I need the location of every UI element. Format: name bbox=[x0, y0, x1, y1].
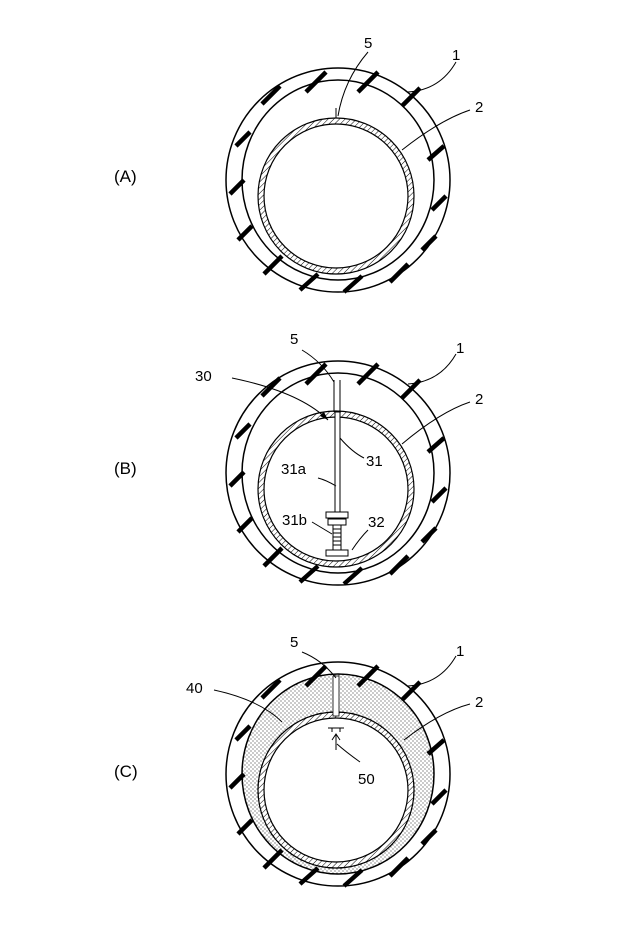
leader-31 bbox=[340, 438, 364, 458]
panel-label-a: (A) bbox=[114, 167, 137, 186]
ref-1: 1 bbox=[456, 340, 464, 357]
ref-5: 5 bbox=[290, 634, 298, 651]
panel-a: (A) bbox=[114, 35, 483, 292]
nut-lower bbox=[328, 519, 346, 525]
ref-1: 1 bbox=[456, 643, 464, 660]
bolt-31b bbox=[333, 525, 341, 550]
leader-50 bbox=[337, 744, 360, 762]
ref-1: 1 bbox=[452, 47, 460, 64]
ref-5: 5 bbox=[290, 331, 298, 348]
ref-5: 5 bbox=[364, 35, 372, 52]
ref-50: 50 bbox=[358, 771, 375, 788]
leader-1 bbox=[408, 656, 456, 686]
ref-30: 30 bbox=[195, 368, 212, 385]
leader-1 bbox=[408, 354, 456, 384]
inner-pipe-2 bbox=[258, 118, 414, 274]
ref-40: 40 bbox=[186, 680, 203, 697]
support-jig-30 bbox=[326, 380, 348, 556]
ref-2: 2 bbox=[475, 694, 483, 711]
ref-2: 2 bbox=[475, 391, 483, 408]
ref-31b: 31b bbox=[282, 512, 307, 529]
leader-32 bbox=[352, 530, 368, 550]
ref-2: 2 bbox=[475, 99, 483, 116]
leader-31a bbox=[318, 478, 336, 486]
ref-31: 31 bbox=[366, 453, 383, 470]
panel-b: (B) bbox=[114, 331, 483, 585]
pad-32 bbox=[326, 550, 348, 556]
panel-label-b: (B) bbox=[114, 459, 137, 478]
ref-32: 32 bbox=[368, 514, 385, 531]
rod-31a bbox=[335, 412, 340, 512]
injection-port-50 bbox=[328, 728, 344, 750]
ref-31a: 31a bbox=[281, 461, 307, 478]
panel-c: (C) bbox=[114, 634, 483, 886]
nut-upper bbox=[326, 512, 348, 518]
leader-1 bbox=[408, 62, 456, 92]
element-5-slit bbox=[333, 676, 339, 716]
panel-label-c: (C) bbox=[114, 762, 138, 781]
